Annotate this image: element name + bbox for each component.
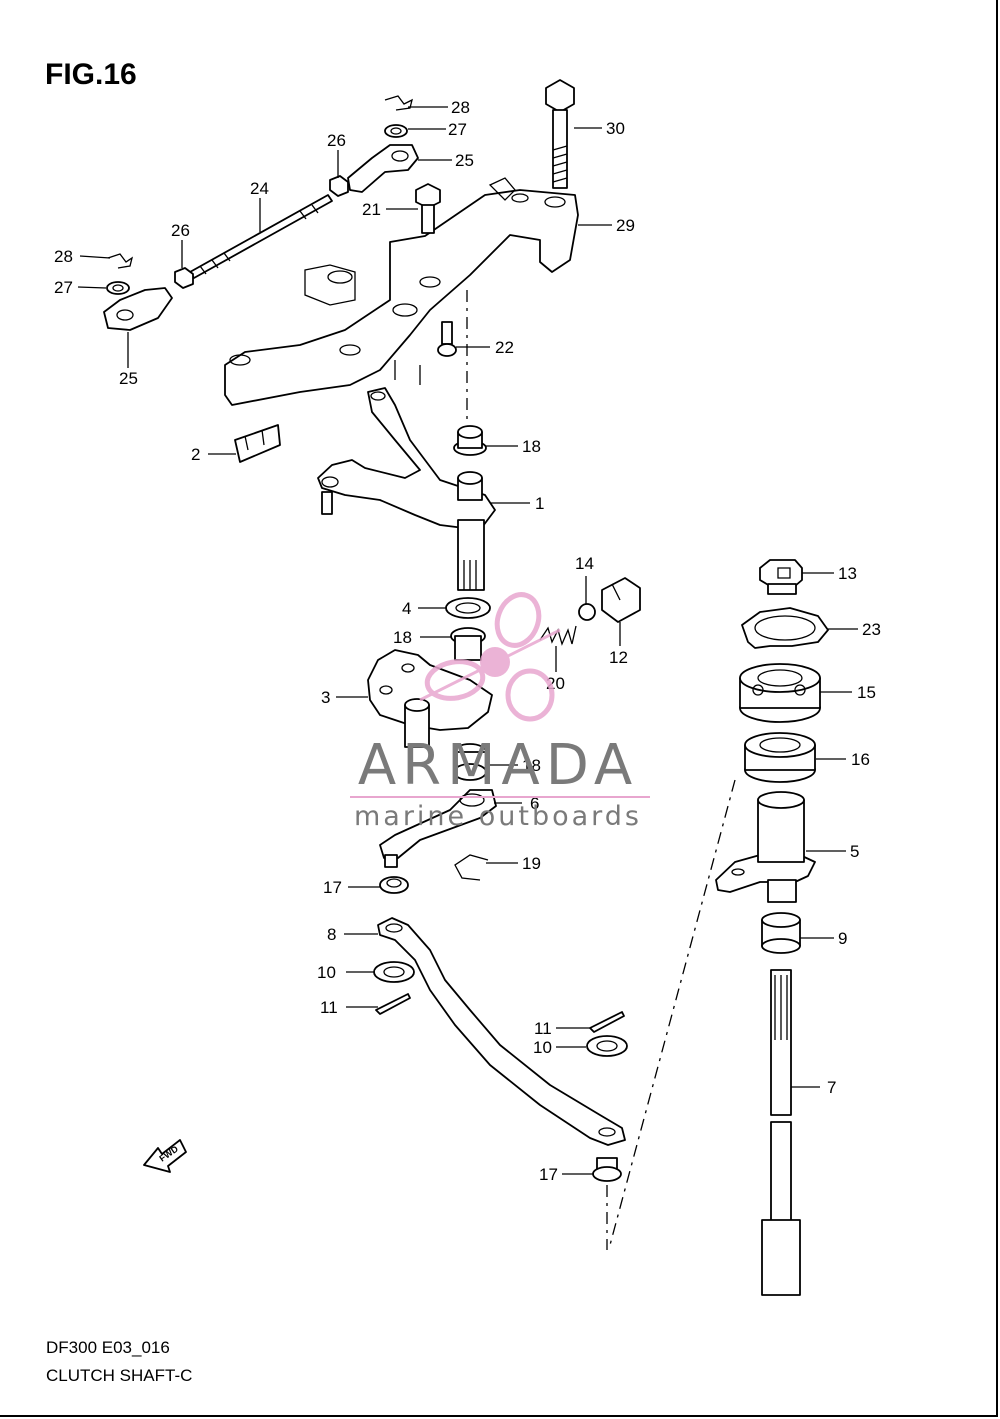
callout-18: 18 bbox=[522, 437, 541, 456]
callout-21: 21 bbox=[362, 200, 381, 219]
part-24-rod bbox=[189, 194, 333, 279]
callout-29: 29 bbox=[616, 216, 635, 235]
axis-line-shaft bbox=[609, 779, 736, 1246]
callout-23: 23 bbox=[862, 620, 881, 639]
part-6-lever bbox=[379, 789, 497, 868]
part-7-shaft bbox=[761, 969, 801, 1296]
callout-11: 11 bbox=[320, 998, 338, 1017]
callout-18: 18 bbox=[522, 756, 541, 775]
callout-17: 17 bbox=[539, 1165, 558, 1184]
callout-16: 16 bbox=[851, 750, 870, 769]
part-26-nut-lower bbox=[174, 267, 194, 289]
callout-5: 5 bbox=[850, 842, 859, 861]
callout-24: 24 bbox=[250, 179, 269, 198]
part-11-pin-right bbox=[589, 1011, 625, 1033]
callout-15: 15 bbox=[857, 683, 876, 702]
callout-26: 26 bbox=[327, 131, 346, 150]
callout-18: 18 bbox=[393, 628, 412, 647]
part-20-spring bbox=[539, 625, 577, 646]
callout-10: 10 bbox=[317, 963, 336, 982]
part-19-eclip bbox=[454, 854, 489, 881]
callout-13: 13 bbox=[838, 564, 857, 583]
part-28-clip-upper bbox=[384, 95, 413, 111]
section-title: CLUTCH SHAFT-C bbox=[46, 1366, 193, 1385]
watermark: ARMADA marine outboards bbox=[350, 592, 650, 832]
callout-28: 28 bbox=[54, 247, 73, 266]
callout-17: 17 bbox=[323, 878, 342, 897]
part-2-clip bbox=[234, 424, 281, 463]
part-26-nut-upper bbox=[329, 175, 349, 197]
part-30-bolt bbox=[545, 79, 575, 189]
callout-4: 4 bbox=[402, 599, 411, 618]
callout-26: 26 bbox=[171, 221, 190, 240]
watermark-brand: ARMADA bbox=[358, 733, 638, 798]
part-4-washer bbox=[445, 597, 491, 619]
callout-14: 14 bbox=[575, 554, 594, 573]
part-25-rod-end-lower bbox=[103, 287, 173, 331]
part-10-washer-left bbox=[373, 961, 415, 983]
part-18-bushing-mid bbox=[450, 627, 486, 661]
callout-27: 27 bbox=[448, 120, 467, 139]
part-14-ball bbox=[578, 603, 596, 621]
model-code: DF300 E03_016 bbox=[46, 1338, 170, 1357]
part-10-washer-right bbox=[586, 1035, 628, 1057]
part-18-bushing-low bbox=[453, 743, 487, 781]
part-12-sleeve bbox=[601, 577, 641, 623]
part-16-seal bbox=[744, 732, 816, 783]
part-9-bushing bbox=[761, 912, 801, 954]
part-15-bearing bbox=[739, 663, 821, 723]
watermark-tagline: marine outboards bbox=[354, 801, 642, 832]
fwd-arrow: FWD bbox=[143, 1139, 187, 1173]
part-17-bushing-upper bbox=[379, 876, 409, 894]
part-13-plug bbox=[759, 559, 803, 595]
callout-2: 2 bbox=[191, 445, 200, 464]
part-8-link bbox=[377, 917, 626, 1146]
callout-3: 3 bbox=[321, 688, 330, 707]
callout-11: 11 bbox=[534, 1019, 552, 1038]
part-27-washer-upper bbox=[384, 124, 408, 138]
callout-7: 7 bbox=[827, 1078, 836, 1097]
propeller-logo bbox=[419, 592, 561, 722]
part-29-bracket bbox=[224, 177, 579, 406]
callout-1: 1 bbox=[535, 494, 544, 513]
part-5-guide bbox=[715, 791, 816, 903]
callout-27: 27 bbox=[54, 278, 73, 297]
figure-title: FIG.16 bbox=[45, 58, 137, 91]
leader-lines bbox=[77, 106, 858, 1175]
part-25-rod-end-upper bbox=[347, 144, 419, 193]
callout-6: 6 bbox=[530, 794, 539, 813]
callout-12: 12 bbox=[609, 648, 628, 667]
part-11-pin-left bbox=[375, 993, 411, 1015]
callout-25: 25 bbox=[119, 369, 138, 388]
callout-22: 22 bbox=[495, 338, 514, 357]
callout-30: 30 bbox=[606, 119, 625, 138]
part-28-clip-lower bbox=[107, 253, 134, 269]
part-1-lever bbox=[317, 387, 496, 591]
callout-19: 19 bbox=[522, 854, 541, 873]
callout-10: 10 bbox=[533, 1038, 552, 1057]
callout-8: 8 bbox=[327, 925, 336, 944]
part-17-bushing-lower bbox=[592, 1157, 622, 1182]
part-23-snap-ring bbox=[741, 607, 829, 649]
callout-28: 28 bbox=[451, 98, 470, 117]
callout-25: 25 bbox=[455, 151, 474, 170]
part-21-bolt bbox=[415, 183, 441, 234]
part-27-washer-lower bbox=[106, 281, 130, 295]
part-18-bushing-top bbox=[453, 425, 487, 456]
callout-9: 9 bbox=[838, 929, 847, 948]
part-22-bolt bbox=[437, 321, 457, 357]
